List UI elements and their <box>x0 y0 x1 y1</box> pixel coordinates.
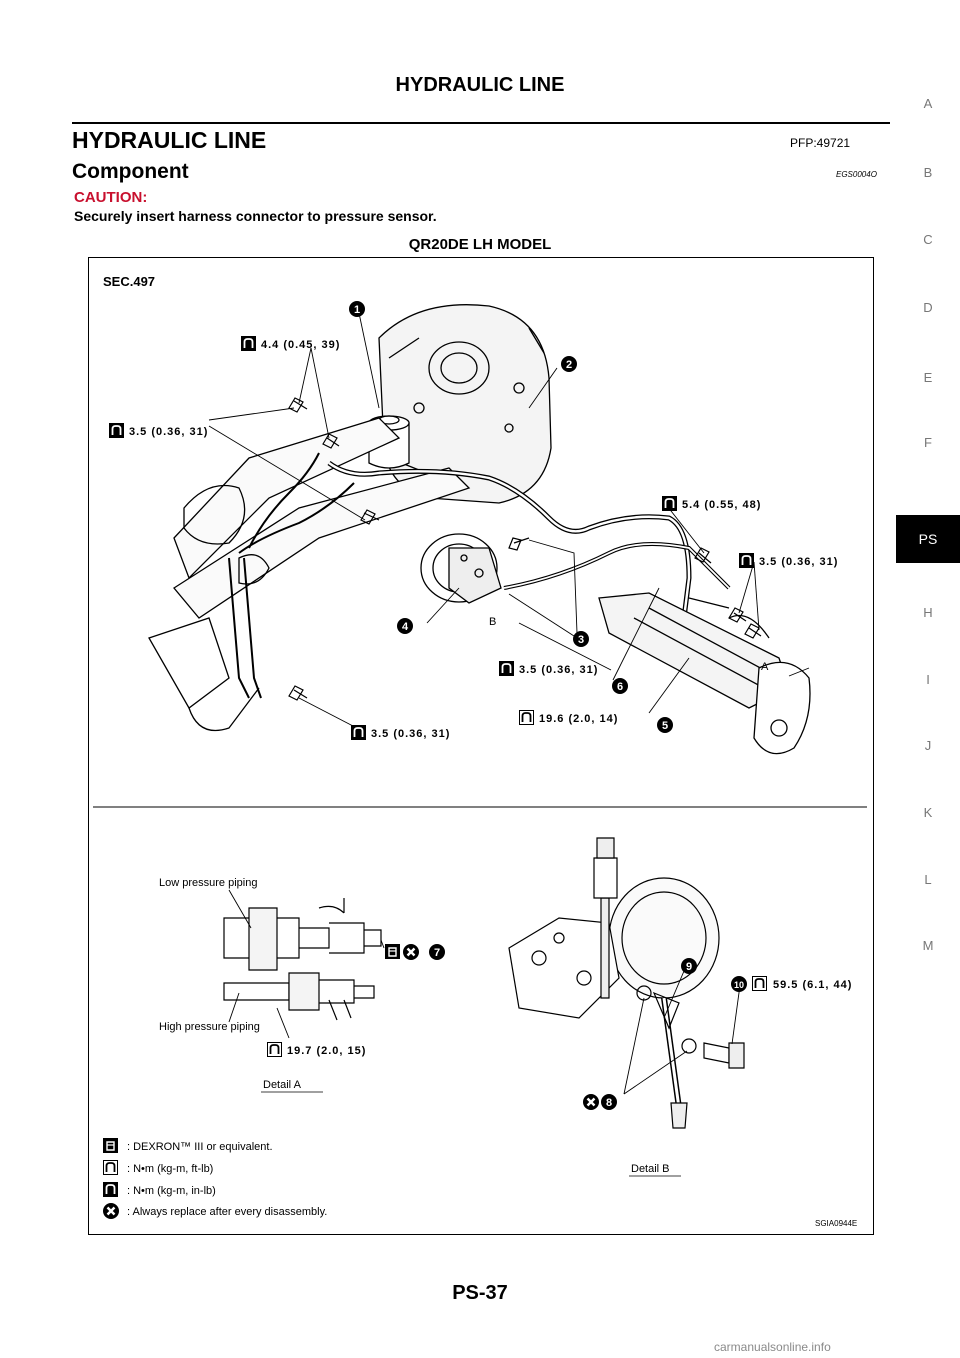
high-pressure-label: High pressure piping <box>159 1021 260 1033</box>
sec-number: SEC.497 <box>103 274 155 289</box>
index-tab-c[interactable]: C <box>923 232 933 247</box>
detail-b-label: Detail B <box>631 1163 670 1175</box>
part-6: 6 <box>617 681 623 693</box>
torque-7: 3.5 (0.36, 31) <box>371 728 450 740</box>
index-tab-e[interactable]: E <box>923 370 933 385</box>
legend-fluid: : DEXRON™ III or equivalent. <box>127 1141 273 1153</box>
part-5: 5 <box>662 720 668 732</box>
caution-text: Securely insert harness connector to pre… <box>74 208 437 224</box>
figure-title: QR20DE LH MODEL <box>408 236 552 253</box>
egs-code: EGS0004O <box>836 170 877 179</box>
torque-4: 3.5 (0.36, 31) <box>759 556 838 568</box>
legend-in-lb: : N•m (kg-m, in-lb) <box>127 1185 216 1197</box>
part-3: 3 <box>578 634 584 646</box>
torque-2: 3.5 (0.36, 31) <box>129 426 208 438</box>
watermark: carmanualsonline.info <box>714 1340 831 1354</box>
torque-9: 59.5 (6.1, 44) <box>773 979 852 991</box>
detail-b-leaders <box>623 970 742 1095</box>
index-tab-j[interactable]: J <box>924 738 932 753</box>
detail-b-marker: B <box>489 616 496 628</box>
index-tab-l[interactable]: L <box>924 872 932 887</box>
legend: : DEXRON™ III or equivalent. : N•m (kg-m… <box>101 1137 327 1221</box>
index-tab-f[interactable]: F <box>924 435 932 450</box>
section-title: HYDRAULIC LINE <box>72 127 267 153</box>
pfp-code: PFP:49721 <box>790 136 851 150</box>
part-4: 4 <box>402 621 409 633</box>
torque-3: 5.4 (0.55, 48) <box>682 499 761 511</box>
detail-a-marker: A <box>761 661 769 673</box>
figure-code: SGIA0944E <box>815 1219 857 1228</box>
index-tab-k[interactable]: K <box>923 805 933 820</box>
section-index-tabs: A B C D E F PS H I J K L M <box>896 0 960 1358</box>
low-pressure-label: Low pressure piping <box>159 877 257 889</box>
part-8: 8 <box>606 1097 612 1109</box>
index-tab-d[interactable]: D <box>923 300 933 315</box>
page-number: PS-37 <box>452 1282 508 1304</box>
figure-drawing: SEC.497 <box>93 274 867 1228</box>
upper-leader-lines <box>208 312 810 727</box>
legend-ft-lb: : N•m (kg-m, ft-lb) <box>127 1163 213 1175</box>
index-tab-a[interactable]: A <box>923 96 933 111</box>
detail-b-illustration <box>508 837 745 1129</box>
torque-5: 3.5 (0.36, 31) <box>519 664 598 676</box>
hydraulic-assembly-illustration <box>148 304 811 755</box>
upper-part-numbers: 1 2 3 4 5 6 <box>349 301 673 733</box>
part-10: 10 <box>734 980 744 990</box>
running-header: HYDRAULIC LINE <box>395 74 565 96</box>
torque-6: 19.6 (2.0, 14) <box>539 713 618 725</box>
part-2: 2 <box>566 359 572 371</box>
component-figure: SEC.497 <box>88 257 874 1235</box>
part-9: 9 <box>686 961 692 973</box>
index-tab-i[interactable]: I <box>926 672 930 687</box>
caution-label: CAUTION: <box>74 189 148 206</box>
torque-1: 4.4 (0.45, 39) <box>261 339 340 351</box>
index-tab-h[interactable]: H <box>923 605 933 620</box>
detail-a-label: Detail A <box>263 1079 302 1091</box>
index-tab-ps[interactable]: PS <box>896 515 960 563</box>
subsection-title: Component <box>72 160 189 183</box>
detail-a-illustration <box>223 898 382 1021</box>
torque-8: 19.7 (2.0, 15) <box>287 1045 366 1057</box>
index-tab-b[interactable]: B <box>923 165 933 180</box>
upper-torque-callouts: 4.4 (0.45, 39) 3.5 (0.36, 31) 5.4 (0.55,… <box>108 335 838 741</box>
part-1: 1 <box>354 304 360 316</box>
header-rule <box>72 122 890 124</box>
detail-a-leaders <box>228 889 385 1039</box>
legend-replace: : Always replace after every disassembly… <box>127 1206 327 1218</box>
part-7: 7 <box>434 947 440 959</box>
index-tab-m[interactable]: M <box>922 938 934 953</box>
